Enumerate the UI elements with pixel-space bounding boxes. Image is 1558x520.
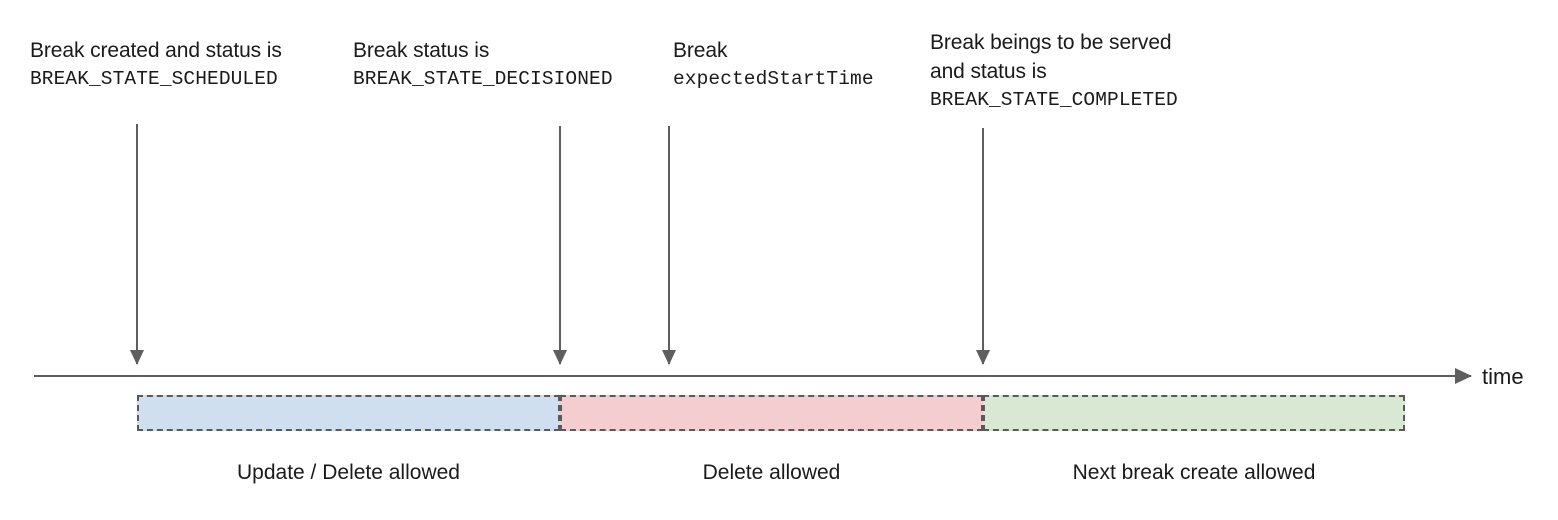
- phase-bar-delete-only: [560, 395, 983, 431]
- arrow-shaft: [136, 124, 138, 364]
- arrow-head-down-icon: [130, 350, 144, 365]
- phase-bar-next-break-create: [983, 395, 1405, 431]
- arrow-head-down-icon: [553, 350, 567, 365]
- phase-caption-next-break-create: Next break create allowed: [1072, 461, 1316, 484]
- event-label-line: Break beings to be served: [930, 31, 1172, 54]
- event-label-line: Break status is: [353, 39, 490, 62]
- event-label-line: and status is: [930, 60, 1047, 83]
- event-arrow-expected-start-time: [662, 126, 676, 365]
- phase-caption-update-delete: Update / Delete allowed: [237, 461, 460, 484]
- event-arrow-break-completed: [976, 128, 990, 365]
- event-label-break-completed: Break beings to be served and status is …: [930, 28, 1178, 115]
- arrow-shaft: [668, 126, 670, 364]
- arrow-shaft: [559, 126, 561, 364]
- time-axis-label: time: [1482, 364, 1524, 389]
- event-label-line-code: BREAK_STATE_DECISIONED: [353, 68, 613, 90]
- event-label-expected-start-time: Break expectedStartTime: [673, 36, 874, 94]
- arrow-shaft: [982, 128, 984, 364]
- phase-caption-delete-only: Delete allowed: [702, 461, 841, 484]
- event-label-line-code: BREAK_STATE_SCHEDULED: [30, 68, 278, 90]
- arrow-head-down-icon: [976, 350, 990, 365]
- event-label-line-code: BREAK_STATE_COMPLETED: [930, 89, 1178, 111]
- event-label-line: Break: [673, 39, 728, 62]
- arrow-head-down-icon: [662, 350, 676, 365]
- event-label-break-created: Break created and status is BREAK_STATE_…: [30, 36, 282, 94]
- arrow-head-right-icon: [1455, 368, 1472, 384]
- event-arrow-break-decisioned: [553, 126, 567, 365]
- phase-bar-update-delete: [137, 395, 560, 431]
- event-label-break-decisioned: Break status is BREAK_STATE_DECISIONED: [353, 36, 613, 94]
- event-label-line-code: expectedStartTime: [673, 68, 874, 90]
- event-label-line: Break created and status is: [30, 39, 282, 62]
- event-arrow-break-created: [130, 124, 144, 365]
- time-axis-line: [34, 375, 1471, 377]
